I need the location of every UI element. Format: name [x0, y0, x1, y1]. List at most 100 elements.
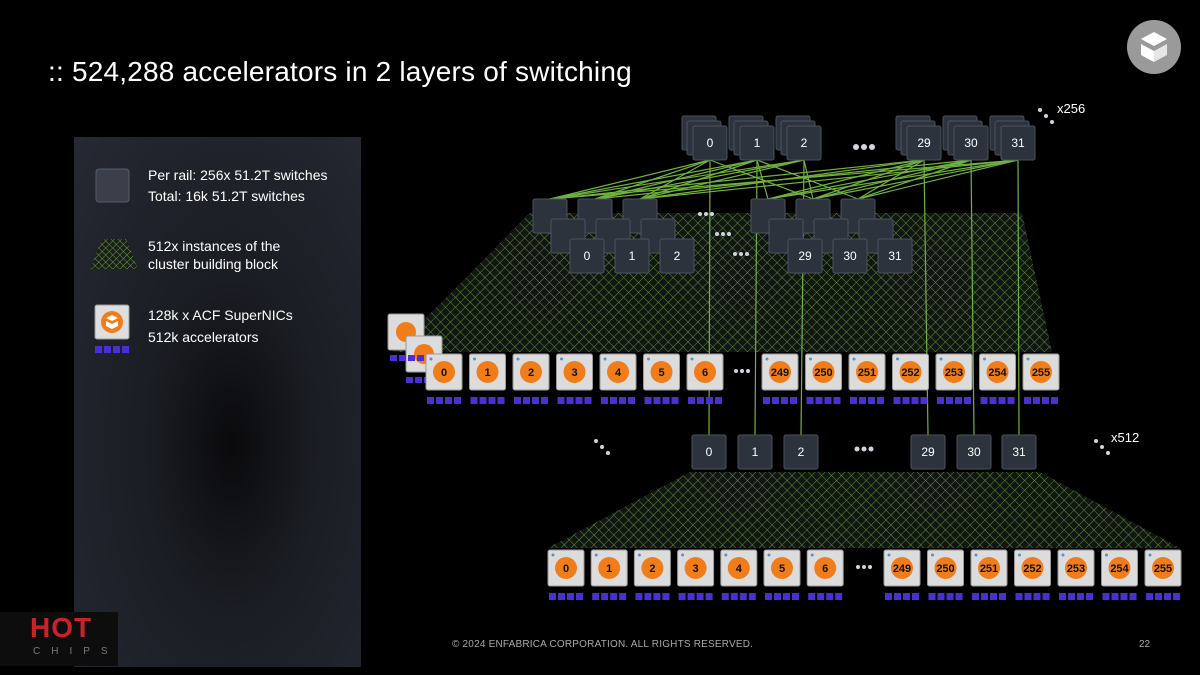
upper-nic-254: 254: [979, 353, 1016, 404]
lower-nic-251-label: 251: [980, 563, 998, 575]
top-switch-ellipsis: [853, 144, 875, 150]
lower-nic-253: 253: [1057, 549, 1095, 600]
lower-nic-249: 249: [883, 549, 921, 600]
uplink-0-0: [549, 159, 711, 200]
lower-nic-0: 0: [547, 549, 585, 600]
lower-nic-252-label: 252: [1023, 563, 1041, 575]
lower-nic-6: 6: [806, 549, 844, 600]
hotchips-word: HOT: [30, 612, 93, 643]
top-switch-31-label: 31: [1011, 136, 1025, 150]
upper-nic-249-label: 249: [771, 367, 789, 379]
top-switch-2: 2: [786, 125, 822, 161]
hotchips-badge: [0, 612, 118, 666]
lower-nic-4-label: 4: [736, 563, 743, 575]
upper-switch-31: 31: [877, 238, 913, 274]
top-switch-0: 0: [692, 125, 728, 161]
copyright-footer: © 2024 ENFABRICA CORPORATION. ALL RIGHTS…: [452, 639, 754, 650]
top-switch-1-label: 1: [754, 136, 761, 150]
top-switch-29-label: 29: [917, 136, 931, 150]
upper-nic-4-label: 4: [615, 367, 622, 379]
uplink-5-4: [812, 159, 1019, 200]
upper-nic-0: 0: [425, 353, 463, 404]
upper-nic-253: 253: [935, 353, 973, 404]
upper-nic-1: 1: [469, 353, 506, 404]
upper-nic-6: 6: [686, 353, 724, 404]
lower-switch-31: 31: [1001, 434, 1037, 470]
lower-nic-249-label: 249: [893, 563, 911, 575]
upper-nic-252: 252: [892, 353, 929, 404]
upper-nic-6-label: 6: [702, 367, 708, 379]
legend-panel: Per rail: 256x 51.2T switches Total: 16k…: [74, 137, 361, 667]
top-layer-multiplier: x256: [1057, 101, 1086, 116]
upper-nic-2: 2: [512, 353, 550, 404]
uplink-3-0: [549, 159, 925, 200]
lower-nic-3-label: 3: [693, 563, 699, 575]
upper-nic-5-label: 5: [658, 367, 664, 379]
lower-nic-254: 254: [1101, 549, 1138, 600]
uplink-2-2: [639, 159, 805, 200]
uplink-5-2: [639, 159, 1019, 200]
upper-switch-0: 0: [569, 238, 605, 274]
slide-title: :: 524,288 accelerators in 2 layers of s…: [48, 56, 632, 87]
lower-nic-3: 3: [677, 549, 715, 600]
upper-switch-ellipsis-3: [733, 252, 749, 256]
downlink-5: [1017, 159, 1020, 436]
upper-nic-4: 4: [599, 353, 637, 404]
top-switch-30-label: 30: [964, 136, 978, 150]
lower-nic-255: 255: [1144, 549, 1182, 600]
mesh-block-icon: [90, 239, 138, 269]
upper-nic-1-label: 1: [484, 367, 490, 379]
lower-nic-5-label: 5: [779, 563, 785, 575]
top-switch-1: 1: [739, 125, 775, 161]
downlink-4: [970, 159, 975, 436]
upper-nic-ellipsis: [734, 369, 750, 373]
lower-switch-29-label: 29: [921, 445, 935, 459]
upper-nic-stack-shadow: [387, 313, 458, 383]
lower-nic-4: 4: [720, 549, 758, 600]
legend-nic-line1: 128k x ACF SuperNICs: [148, 307, 293, 323]
lower-nic-1: 1: [590, 549, 628, 600]
lower-multiplier-dots: [1094, 439, 1110, 455]
lower-switch-2-label: 2: [798, 445, 805, 459]
downlink-0: [708, 159, 711, 436]
lower-nic-6-label: 6: [822, 563, 828, 575]
upper-switch-ellipsis-1: [698, 212, 714, 216]
lower-switch-ellipsis: [854, 446, 874, 452]
lower-nic-255-label: 255: [1154, 563, 1172, 575]
lower-block-multiplier: x512: [1111, 430, 1140, 445]
lower-switch-0: 0: [691, 434, 727, 470]
lower-switch-1: 1: [737, 434, 773, 470]
lower-switch-29: 29: [910, 434, 946, 470]
upper-switch-2-label: 2: [674, 249, 681, 263]
lower-nic-0-label: 0: [563, 563, 569, 575]
uplink-2-0: [549, 159, 805, 200]
lower-switch-30: 30: [956, 434, 992, 470]
lower-nic-1-label: 1: [606, 563, 612, 575]
page-number: 22: [1139, 639, 1151, 650]
lower-nic-251: 251: [970, 549, 1008, 600]
lower-switch-31-label: 31: [1012, 445, 1026, 459]
legend-nic-line2: 512k accelerators: [148, 329, 259, 345]
upper-switch-2: 2: [659, 238, 695, 274]
upper-nic-255-label: 255: [1032, 367, 1050, 379]
upper-switch-ellipsis-2: [715, 232, 731, 236]
lower-nic-250: 250: [927, 549, 964, 600]
upper-nic-250: 250: [805, 353, 842, 404]
upper-nic-3: 3: [556, 353, 593, 404]
upper-nic-249: 249: [761, 353, 799, 404]
upper-nic-254-label: 254: [988, 367, 1007, 379]
uplink-3-3: [767, 159, 925, 200]
upper-nic-253-label: 253: [945, 367, 963, 379]
upper-nic-251: 251: [848, 353, 886, 404]
upper-switch-1: 1: [614, 238, 650, 274]
lower-nic-2: 2: [633, 549, 671, 600]
lower-nic-2-label: 2: [649, 563, 655, 575]
lower-switch-2: 2: [783, 434, 819, 470]
upper-switch-0-label: 0: [584, 249, 591, 263]
lower-nic-ellipsis: [856, 565, 872, 569]
upper-nic-2-label: 2: [528, 367, 534, 379]
lower-nic-250-label: 250: [936, 563, 954, 575]
uplink-5-5: [857, 159, 1019, 200]
lower-nic-252: 252: [1014, 549, 1051, 600]
lower-nic-5: 5: [763, 549, 801, 600]
